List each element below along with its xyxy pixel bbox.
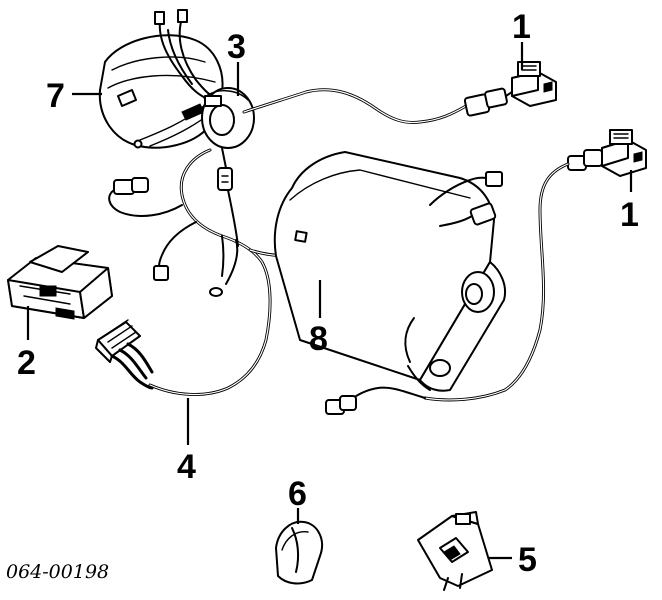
catalog-number: 064-00198 [6, 561, 109, 583]
harness-upper [242, 87, 513, 124]
part-1-crash-sensor-upper [511, 61, 557, 107]
callout-4: 4 [177, 448, 196, 486]
part-2-diagnostic-module [7, 245, 113, 320]
callout-2: 2 [17, 344, 36, 382]
callout-8: 8 [309, 320, 328, 358]
part-5-bracket [417, 511, 493, 591]
part-1-crash-sensor-right [423, 129, 647, 402]
callout-1-right: 1 [620, 196, 639, 234]
part-4-harness-connector [95, 319, 154, 390]
callout-6: 6 [288, 475, 307, 513]
part-6-cover [275, 520, 323, 585]
callout-1-upper: 1 [512, 8, 531, 46]
callout-7: 7 [46, 77, 65, 115]
part-3-clock-spring [201, 87, 255, 191]
callout-3: 3 [227, 28, 246, 66]
harness-left-branches [108, 148, 292, 396]
leader-lines [26, 42, 633, 560]
part-8-passenger-airbag [273, 151, 506, 392]
callout-5: 5 [518, 541, 537, 579]
harness-lower [325, 386, 426, 415]
